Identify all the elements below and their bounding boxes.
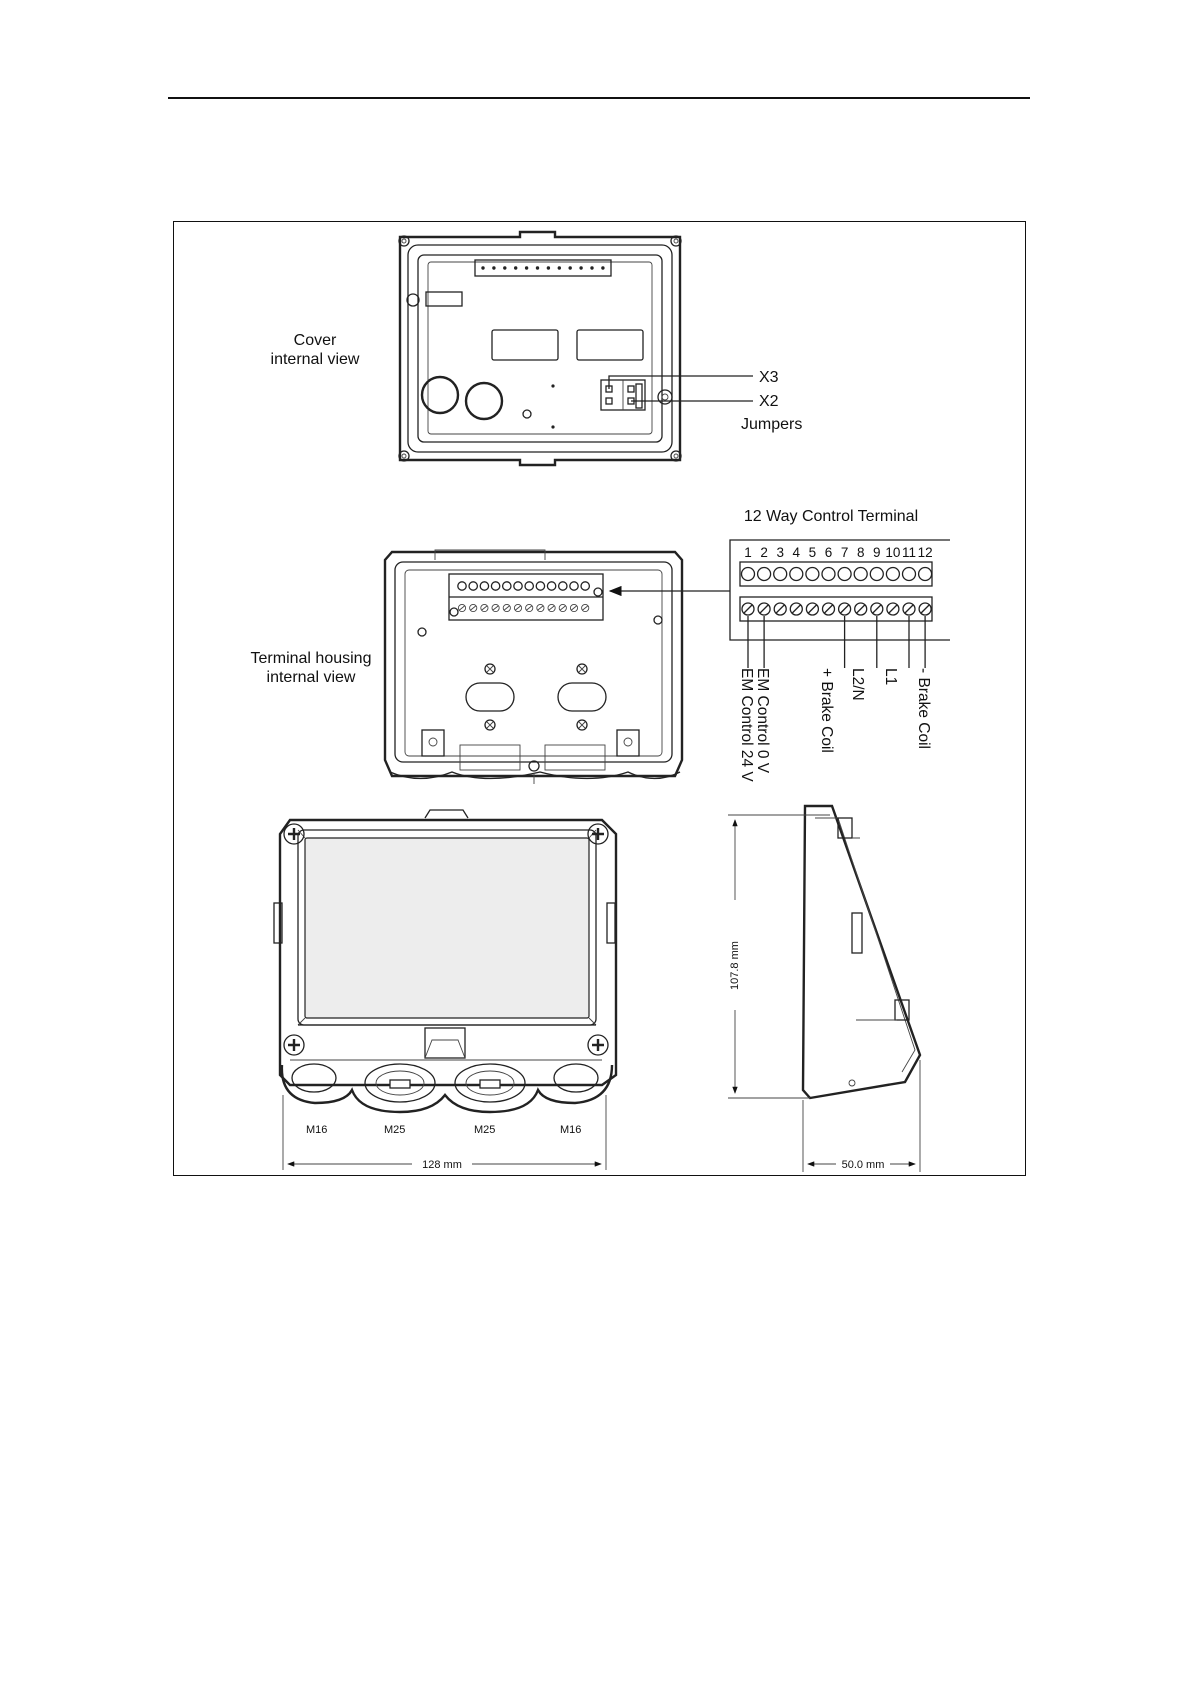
strip-pin <box>547 266 550 269</box>
strip-pin <box>536 266 539 269</box>
housing-label-line1: Terminal housing <box>251 650 372 667</box>
wire-lines <box>748 616 925 668</box>
wire-label-em-24v: EM Control 24 V <box>738 668 755 782</box>
terminal-number-1: 1 <box>744 545 752 560</box>
strip-pin <box>569 266 572 269</box>
strip-pin <box>525 266 528 269</box>
jumper-x2-label: X2 <box>759 393 779 410</box>
cover-label-line1: Cover <box>294 332 337 349</box>
strip-pin <box>590 266 593 269</box>
width-dimension: 128 mm <box>422 1159 462 1171</box>
terminal-number-9: 9 <box>873 545 881 560</box>
strip-pin <box>503 266 506 269</box>
strip-pin <box>579 266 582 269</box>
terminal-number-7: 7 <box>841 545 849 560</box>
terminal-number-5: 5 <box>809 545 817 560</box>
terminal-number-3: 3 <box>776 545 784 560</box>
terminal-number-8: 8 <box>857 545 865 560</box>
wire-label-l2n: L2/N <box>849 668 866 701</box>
jumpers-label: Jumpers <box>741 416 802 433</box>
gland-label-mid-left: M25 <box>384 1124 405 1136</box>
depth-dimension: 50.0 mm <box>842 1159 885 1171</box>
housing-label-line2: internal view <box>267 669 356 686</box>
strip-pin <box>558 266 561 269</box>
wire-label-l1: L1 <box>882 668 899 685</box>
cover-label-line2: internal view <box>271 351 360 368</box>
terminal-number-2: 2 <box>760 545 768 560</box>
wire-label-em-0v: EM Control 0 V <box>754 668 771 774</box>
strip-pin <box>492 266 495 269</box>
cover-drawing <box>399 232 753 465</box>
strip-pin <box>481 266 484 269</box>
terminal-housing-drawing <box>385 550 682 784</box>
terminal-number-4: 4 <box>793 545 801 560</box>
strip-pin <box>601 266 604 269</box>
jumper-x3-label: X3 <box>759 369 779 386</box>
wire-label-brake-plus: + Brake Coil <box>818 668 835 753</box>
terminal-title: 12 Way Control Terminal <box>744 508 918 525</box>
front-view-drawing <box>274 810 616 1170</box>
height-dimension: 107.8 mm <box>729 941 741 990</box>
terminal-number-6: 6 <box>825 545 833 560</box>
wire-label-brake-minus: - Brake Coil <box>915 668 932 749</box>
gland-label-left: M16 <box>306 1124 327 1136</box>
side-view-drawing <box>728 806 920 1172</box>
gland-label-mid-right: M25 <box>474 1124 495 1136</box>
gland-label-right: M16 <box>560 1124 581 1136</box>
terminal-number-10: 10 <box>885 545 900 560</box>
strip-pin <box>514 266 517 269</box>
terminal-number-11: 11 <box>902 545 916 560</box>
terminal-number-12: 12 <box>918 545 933 560</box>
